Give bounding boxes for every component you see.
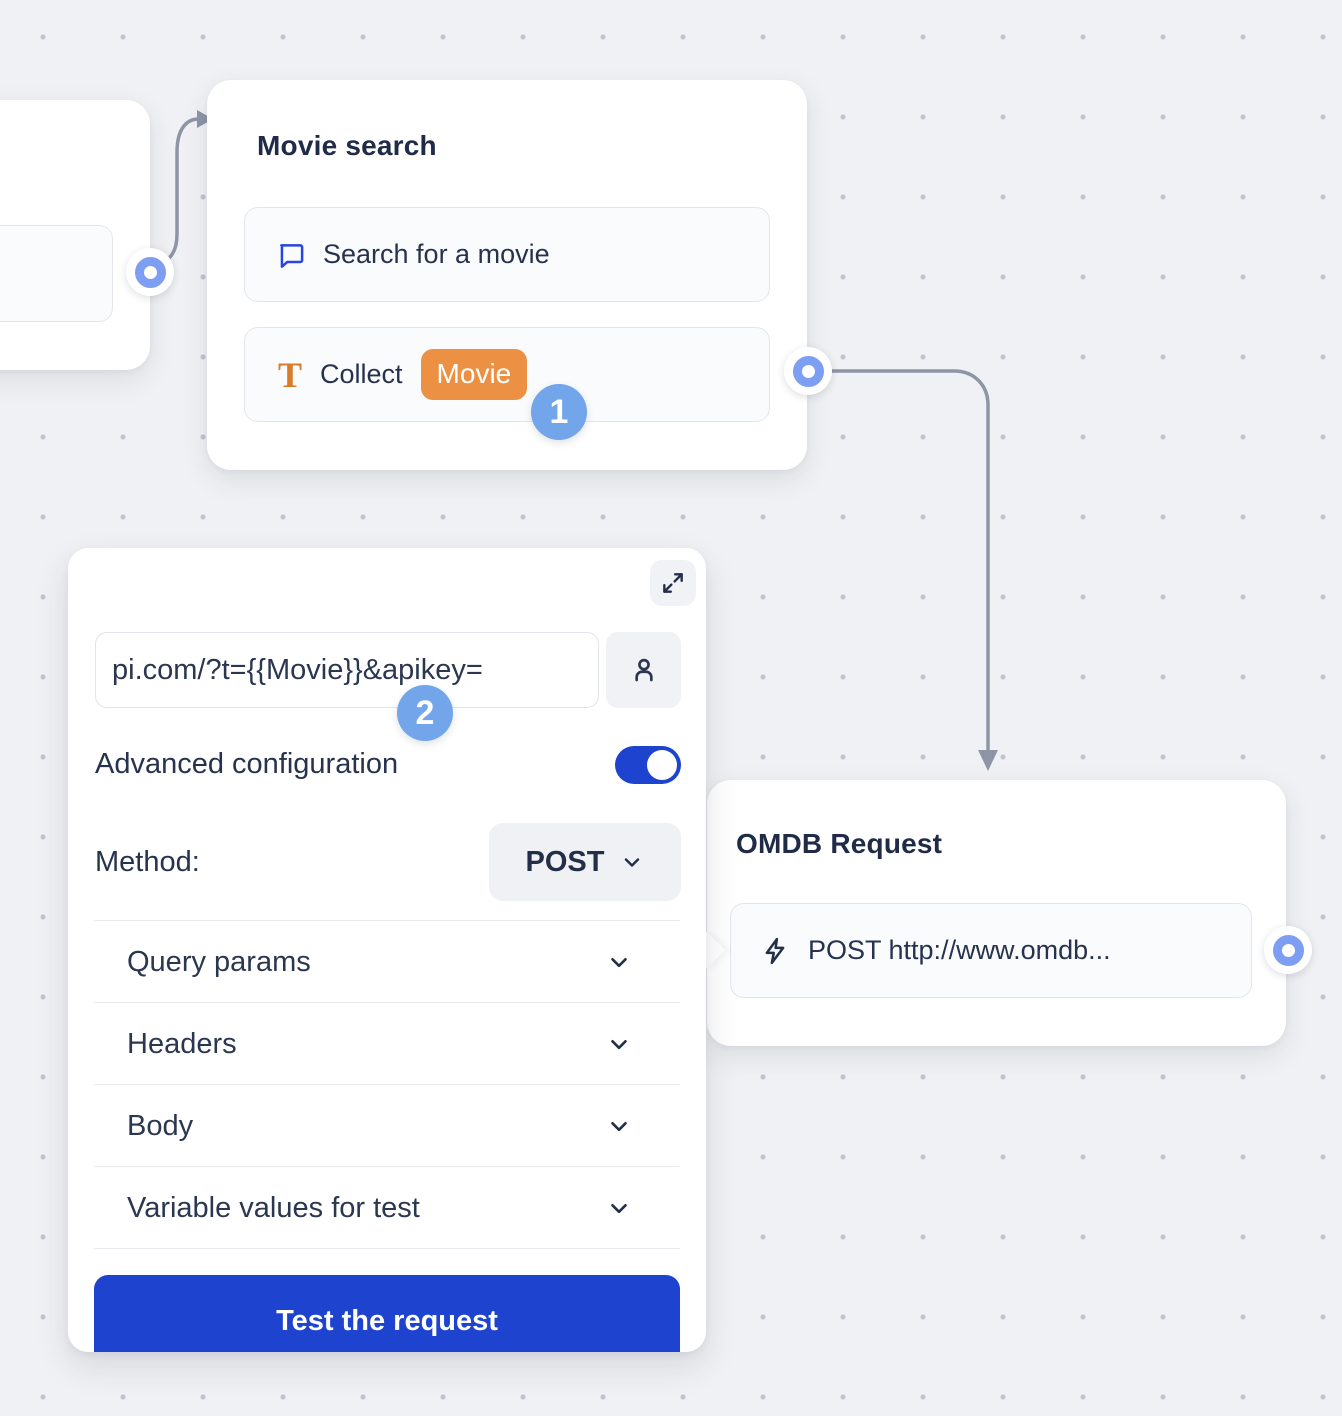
step-badge-1: 1: [531, 384, 587, 440]
block-label: Search for a movie: [323, 239, 550, 269]
section-body[interactable]: Body: [94, 1085, 680, 1167]
previous-node-output-port[interactable]: [126, 248, 174, 296]
advanced-configuration-label: Advanced configuration: [95, 748, 399, 780]
expand-button[interactable]: [650, 560, 696, 606]
step-badge-2: 2: [397, 685, 453, 741]
chevron-down-icon: [606, 949, 680, 975]
expand-icon: [660, 570, 686, 596]
block-label: POST http://www.omdb...: [808, 935, 1111, 965]
chevron-down-icon: [620, 850, 644, 874]
lightning-icon: [760, 936, 790, 966]
divider: [94, 1248, 680, 1249]
method-select[interactable]: POST: [489, 823, 681, 901]
previous-node-partial[interactable]: [0, 100, 150, 370]
section-query-params[interactable]: Query params: [94, 921, 680, 1003]
connector-start-to-movie: [154, 117, 199, 268]
node-movie-search[interactable]: Movie search Search for a movie T Collec…: [207, 80, 807, 470]
section-label: Body: [127, 1109, 194, 1142]
connector-movie-to-omdb: [822, 369, 990, 752]
arrowhead-down: [978, 750, 998, 771]
advanced-configuration-toggle[interactable]: [615, 746, 681, 784]
previous-node-item[interactable]: [0, 225, 113, 322]
chat-bubble-icon: [276, 240, 306, 270]
person-icon: [628, 654, 660, 686]
method-value: POST: [525, 845, 605, 878]
section-variable-values[interactable]: Variable values for test: [94, 1167, 680, 1249]
node-omdb-request[interactable]: OMDB Request POST http://www.omdb...: [707, 780, 1286, 1046]
port-ring: [134, 256, 166, 288]
test-request-button[interactable]: Test the request: [94, 1275, 680, 1352]
movie-search-output-port[interactable]: [784, 347, 832, 395]
variable-picker-button[interactable]: [606, 632, 681, 708]
collect-block-movie[interactable]: T Collect Movie: [244, 327, 770, 422]
node-title: OMDB Request: [736, 828, 943, 859]
divider: [94, 1166, 680, 1167]
omdb-output-port[interactable]: [1264, 926, 1312, 974]
node-title: Movie search: [257, 130, 437, 161]
chevron-down-icon: [606, 1113, 680, 1139]
divider: [94, 1002, 680, 1003]
chevron-down-icon: [606, 1031, 680, 1057]
port-ring: [1272, 934, 1304, 966]
webhook-config-panel: Advanced configuration Method: POST Quer…: [68, 548, 706, 1352]
section-headers[interactable]: Headers: [94, 1003, 680, 1085]
port-ring: [792, 355, 824, 387]
block-label: Collect: [320, 359, 403, 389]
text-icon: T: [278, 354, 303, 395]
message-block-search[interactable]: Search for a movie: [244, 207, 770, 302]
divider: [94, 1084, 680, 1085]
toggle-knob: [647, 750, 677, 780]
webhook-block[interactable]: POST http://www.omdb...: [730, 903, 1252, 998]
section-label: Headers: [127, 1027, 237, 1060]
url-input[interactable]: [95, 632, 599, 708]
variable-chip-movie[interactable]: Movie: [420, 349, 528, 400]
divider: [94, 920, 680, 921]
section-label: Variable values for test: [127, 1191, 420, 1224]
chevron-down-icon: [606, 1195, 680, 1221]
method-label: Method:: [95, 846, 200, 878]
section-label: Query params: [127, 945, 311, 978]
